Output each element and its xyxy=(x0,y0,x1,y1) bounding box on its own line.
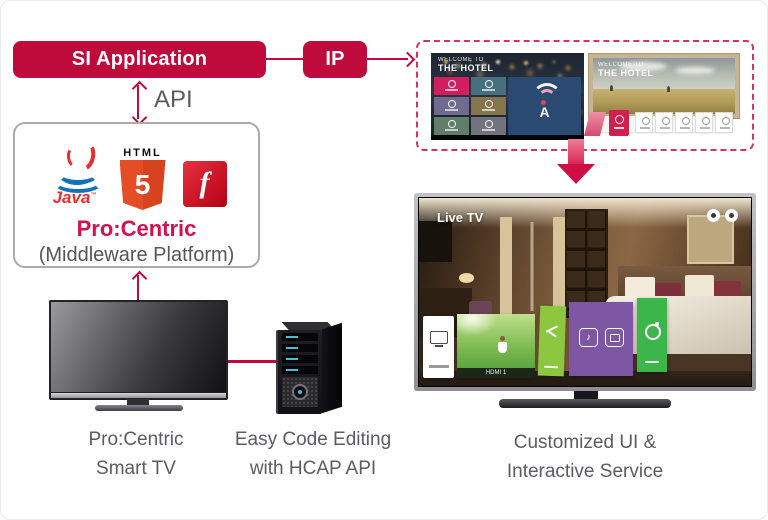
menu-tile xyxy=(471,77,506,95)
launcher-card-media: ♪ xyxy=(569,302,633,376)
html5-logo-icon: HTML 5 xyxy=(117,147,169,210)
gallery-tv-frame: WELCOME TO THE HOTEL xyxy=(589,54,739,118)
launcher-card-search xyxy=(423,316,454,378)
circle-icon xyxy=(615,115,624,124)
result-tv-screen: Live TV HDMI 1 xyxy=(419,198,751,386)
smart-tv-screen xyxy=(51,302,226,392)
tile-icon xyxy=(485,100,493,108)
big-down-arrow-head xyxy=(557,164,595,184)
gallery-menu-bar xyxy=(584,110,737,138)
smart-tv-stand-base xyxy=(95,405,183,411)
api-label: API xyxy=(154,86,193,113)
tile-icon xyxy=(448,100,456,108)
welcome-big-text: THE HOTEL xyxy=(598,68,654,78)
settings-icon xyxy=(725,209,738,222)
hdmi-label: HDMI 1 xyxy=(457,368,535,378)
preview-screen-gallery-tv: WELCOME TO THE HOTEL xyxy=(584,54,739,139)
smart-tv-stand-neck xyxy=(127,399,149,406)
music-icon: ♪ xyxy=(579,328,598,347)
signal-arc-icon xyxy=(538,89,556,107)
menu-card xyxy=(655,112,673,133)
big-down-arrow xyxy=(568,139,584,166)
server-mesh-panel xyxy=(282,377,318,407)
technology-logos: Java™ HTML 5 f xyxy=(15,124,258,210)
launcher-card-hdmi: HDMI 1 xyxy=(457,314,535,378)
ip-label: IP xyxy=(325,48,345,70)
result-tv: Live TV HDMI 1 xyxy=(414,193,756,421)
painting-field xyxy=(593,88,735,114)
menu-card-active xyxy=(609,110,629,136)
smart-tv xyxy=(49,300,228,400)
server-caption: Easy Code Editing with HCAP API xyxy=(234,429,392,479)
api-connector xyxy=(137,85,140,119)
preview-dashed-box xyxy=(416,40,754,151)
welcome-small-text: WELCOME TO xyxy=(598,62,644,68)
tile-icon xyxy=(448,80,456,88)
result-caption: Customized UI & Interactive Service xyxy=(506,432,664,482)
result-tv-stand-base xyxy=(499,399,671,408)
middleware-subtitle: (Middleware Platform) xyxy=(38,244,235,266)
circle-icon xyxy=(641,117,650,125)
power-button-icon xyxy=(292,384,308,400)
antenna-panel: A xyxy=(508,77,581,135)
live-tv-label: Live TV xyxy=(437,210,484,225)
arrow-up-icon xyxy=(131,270,147,287)
ip-box: IP xyxy=(303,41,367,78)
eye-icon xyxy=(707,209,720,222)
drive-bay xyxy=(282,344,318,352)
tile-icon xyxy=(448,120,456,128)
antenna-dot-icon xyxy=(541,100,546,105)
java-logo-icon: Java™ xyxy=(47,137,103,210)
drive-bay xyxy=(282,355,318,363)
tile-icon xyxy=(485,80,493,88)
server-tower xyxy=(276,317,348,417)
menu-card xyxy=(695,112,713,133)
menu-tile-grid xyxy=(434,77,508,137)
si-application-label: SI Application xyxy=(71,48,208,70)
connector-si-to-ip xyxy=(266,58,303,61)
menu-tile xyxy=(434,77,469,95)
middleware-title: Pro:Centric xyxy=(76,216,197,241)
menu-tile xyxy=(471,117,506,135)
circle-icon xyxy=(701,117,710,125)
signal-arc-icon xyxy=(532,83,562,113)
menu-tile xyxy=(434,117,469,135)
circle-icon xyxy=(681,117,690,125)
middleware-platform-box: Java™ HTML 5 f Pro:Centric (Middleware P… xyxy=(13,122,260,268)
drive-bay xyxy=(282,333,318,341)
wall-art xyxy=(687,214,735,265)
antenna-letter: A xyxy=(539,104,550,120)
letterbox-strip xyxy=(431,135,584,140)
welcome-big-text: THE HOTEL xyxy=(438,63,494,73)
tv-to-server-connector xyxy=(228,360,278,363)
arrow-up-icon xyxy=(131,80,147,97)
welcome-small-text: WELCOME TO xyxy=(438,57,484,63)
room-shelf xyxy=(565,209,609,319)
menu-card xyxy=(715,112,733,133)
result-tv-stand-neck xyxy=(574,391,598,400)
menu-tile xyxy=(434,97,469,115)
launcher-card-share xyxy=(637,298,667,372)
drive-bay xyxy=(282,366,318,374)
arrow-right-icon xyxy=(399,51,416,68)
circle-icon xyxy=(661,117,670,125)
tv-outline-icon xyxy=(429,331,448,344)
launcher-card-livetv xyxy=(537,305,567,377)
refresh-icon xyxy=(645,324,661,340)
menu-tile xyxy=(471,97,506,115)
room-window xyxy=(508,222,556,311)
menu-card xyxy=(675,112,693,133)
smart-tv-caption: Pro:Centric Smart TV xyxy=(88,429,184,479)
menu-card xyxy=(635,112,653,133)
photo-icon xyxy=(605,328,624,347)
tv-to-middleware-connector xyxy=(137,275,140,300)
circle-icon xyxy=(721,117,730,125)
flash-logo-icon: f xyxy=(182,161,227,207)
preview-screen-hotel-menu: WELCOME TO THE HOTEL A xyxy=(431,53,584,140)
si-application-box: SI Application xyxy=(13,41,266,78)
connector-ip-to-preview xyxy=(367,58,408,61)
tile-icon xyxy=(485,120,493,128)
